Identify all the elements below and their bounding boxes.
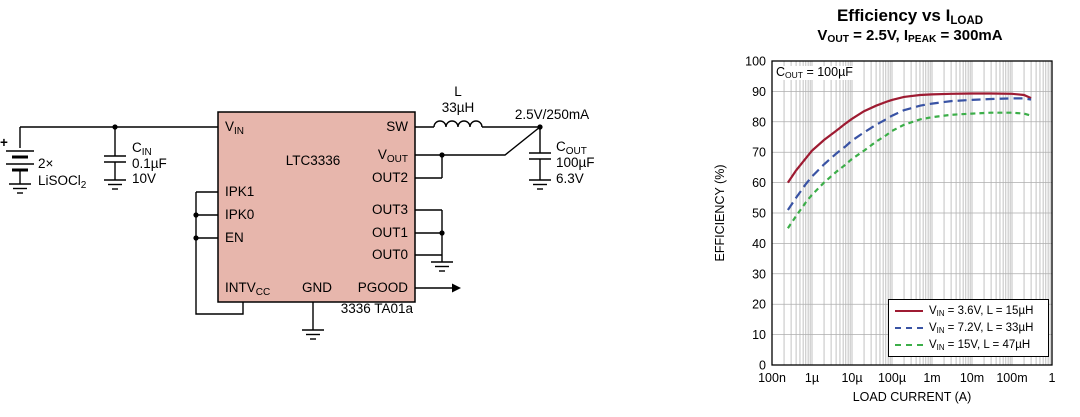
battery-symbol xyxy=(6,150,34,172)
cout-rating-label: 6.3V xyxy=(556,171,584,186)
x-tick-label: 1 xyxy=(1049,371,1056,385)
legend-label: VIN = 15V, L = 47µH xyxy=(929,338,1031,352)
y-tick-label: 50 xyxy=(752,207,766,221)
cout-ground-symbol xyxy=(529,179,551,190)
y-tick-label: 20 xyxy=(752,298,766,312)
y-tick-label: 70 xyxy=(752,146,766,160)
legend-item: VIN = 7.2V, L = 33µH xyxy=(895,321,1046,335)
cout-capacitor-symbol xyxy=(529,152,551,160)
series-curve-0 xyxy=(786,92,1032,184)
ic-part-number: LTC3336 xyxy=(286,153,341,168)
legend-label: VIN = 7.2V, L = 33µH xyxy=(929,321,1034,335)
cin-ground-symbol xyxy=(104,179,126,190)
inductor-name-label: L xyxy=(454,84,462,99)
figure-caption: 3336 TA01a xyxy=(341,301,414,316)
chart-title: Efficiency vs ILOAD xyxy=(836,6,984,27)
efficiency-chart: Efficiency vs ILOAD VOUT = 2.5V, IPEAK =… xyxy=(670,0,1080,417)
pgood-arrow-icon xyxy=(452,283,461,293)
y-tick-label: 30 xyxy=(752,267,766,281)
en-pin-label: EN xyxy=(225,230,244,245)
vout-pin-label: VOUT xyxy=(378,147,408,165)
inductor-symbol xyxy=(433,120,483,128)
junction-dots xyxy=(112,124,543,241)
output-voltage-label: 2.5V/250mA xyxy=(515,107,589,122)
x-tick-label: 10m xyxy=(960,371,984,385)
cin-capacitor-symbol xyxy=(104,155,126,163)
battery-plus-label: + xyxy=(0,135,8,150)
vin-pin-label: VIN xyxy=(225,119,244,137)
cin-value-label: 0.1µF xyxy=(132,156,167,171)
series-curve-2 xyxy=(786,111,1032,229)
y-axis-title: EFFICIENCY (%) xyxy=(713,165,727,262)
ic-ground-symbol xyxy=(302,329,324,340)
x-tick-label: 1µ xyxy=(805,371,819,385)
out2-pin-label: OUT2 xyxy=(372,170,408,185)
x-tick-label: 100m xyxy=(996,371,1027,385)
battery-type-label: LiSOCl2 xyxy=(38,173,87,191)
legend-line-sample xyxy=(895,310,923,313)
cin-name-label: CIN xyxy=(132,140,152,158)
schematic-wires xyxy=(19,126,541,330)
x-tick-label: 100n xyxy=(758,371,786,385)
cin-rating-label: 10V xyxy=(132,171,156,186)
y-tick-label: 90 xyxy=(752,85,766,99)
legend-item: VIN = 15V, L = 47µH xyxy=(895,338,1046,352)
plot-border xyxy=(771,60,1053,366)
legend-line-sample xyxy=(895,326,923,329)
y-tick-label: 10 xyxy=(752,328,766,342)
legend-label: VIN = 3.6V, L = 15µH xyxy=(929,305,1034,319)
y-tick-label: 100 xyxy=(745,55,766,69)
battery-ground-symbol xyxy=(9,183,31,194)
gnd-pin-label: GND xyxy=(302,280,332,295)
cout-name-label: COUT xyxy=(556,139,587,157)
plot-area: 0 10 20 30 40 50 60 70 80 90 100 100n 1µ 10µ 100µ 1m 10m… xyxy=(670,47,1080,409)
sw-pin-label: SW xyxy=(386,119,408,134)
pgood-pin-label: PGOOD xyxy=(358,280,409,295)
out-ground-symbol xyxy=(431,261,453,272)
y-tick-label: 0 xyxy=(759,359,766,373)
ipk1-pin-label: IPK1 xyxy=(225,184,254,199)
y-tick-label: 80 xyxy=(752,115,766,129)
legend-line-sample xyxy=(895,343,923,346)
x-tick-label: 1m xyxy=(923,371,940,385)
cout-annotation: COUT = 100µF xyxy=(775,65,856,80)
ic-body xyxy=(217,111,416,303)
y-tick-label: 60 xyxy=(752,176,766,190)
y-tick-label: 40 xyxy=(752,237,766,251)
out1-pin-label: OUT1 xyxy=(372,225,408,240)
x-tick-label: 100µ xyxy=(878,371,906,385)
application-circuit-schematic: + 2× LiSOCl2 CIN 0.1µF 10V LTC3336 VIN I… xyxy=(0,84,595,340)
efficiency-plot-svg: 0 10 20 30 40 50 60 70 80 90 100 100n 1µ 10µ 100µ 1m 10m… xyxy=(713,55,1056,405)
series-curve-1 xyxy=(786,97,1032,211)
out3-pin-label: OUT3 xyxy=(372,202,408,217)
cout-value-label: 100µF xyxy=(556,155,595,170)
x-axis-title: LOAD CURRENT (A) xyxy=(853,390,972,404)
legend-item: VIN = 3.6V, L = 15µH xyxy=(895,305,1046,319)
intvcc-pin-label: INTVCC xyxy=(225,280,270,298)
chart-subtitle: VOUT = 2.5V, IPEAK = 300mA xyxy=(817,27,1003,46)
battery-qty-label: 2× xyxy=(38,156,53,171)
x-tick-label: 10µ xyxy=(841,371,862,385)
inductor-value-label: 33µH xyxy=(442,100,475,115)
chart-legend: VIN = 3.6V, L = 15µH VIN = 7.2V, L = 33µ… xyxy=(888,299,1049,357)
out0-pin-label: OUT0 xyxy=(372,247,408,262)
ipk0-pin-label: IPK0 xyxy=(225,207,254,222)
